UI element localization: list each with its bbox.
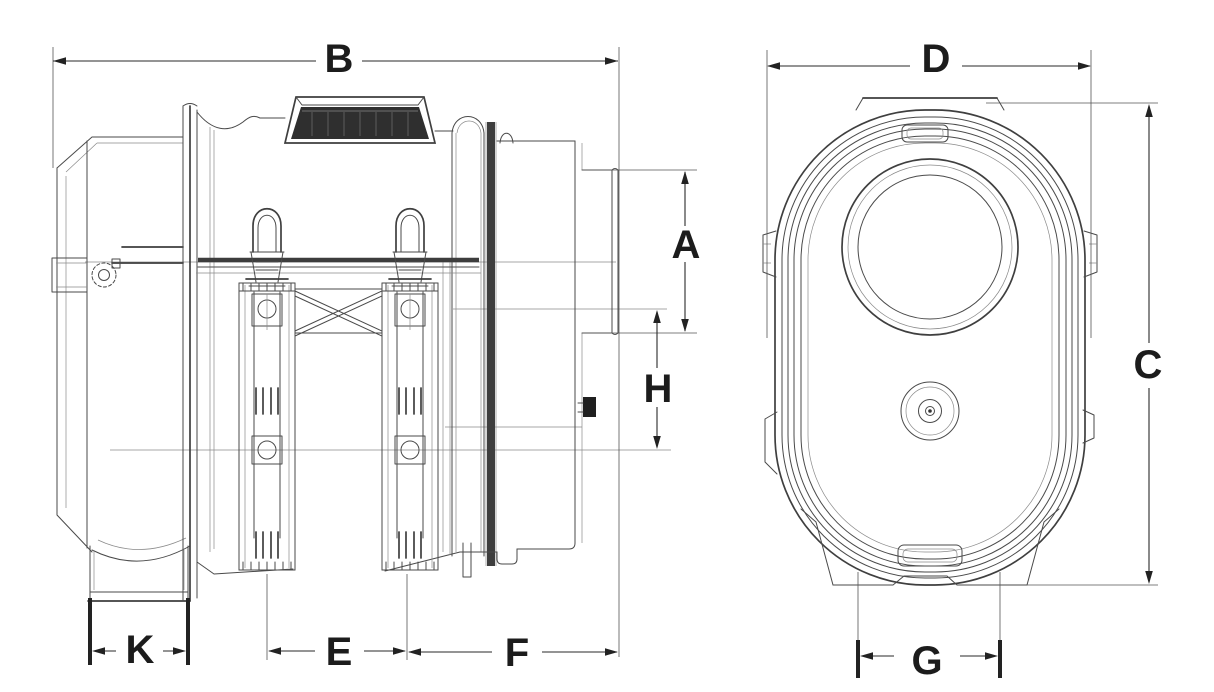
dimension-label-a: A (672, 223, 701, 267)
mounting-bracket-left (238, 282, 296, 571)
dimension-c: C (986, 102, 1163, 586)
housing-outline (774, 109, 1086, 586)
top-cap (855, 97, 1005, 143)
dimension-label-h: H (644, 367, 673, 411)
side-view (51, 96, 671, 602)
dimension-f: F (408, 631, 618, 675)
outlet-pipe (87, 545, 191, 602)
end-view (762, 97, 1098, 586)
t-bolt-clamp-left (245, 207, 289, 287)
dimension-label-b: B (325, 37, 354, 81)
dimension-label-k: K (126, 628, 155, 672)
dimension-h: H (644, 310, 673, 449)
cross-brace (294, 288, 383, 337)
dimensions: B A H E (52, 37, 1163, 683)
wing-nut (91, 262, 117, 288)
mounting-flange (182, 103, 198, 602)
dimension-label-c: C (1134, 343, 1163, 387)
service-rods (111, 246, 184, 269)
dimension-a: A (582, 169, 701, 334)
dimension-label-f: F (505, 631, 529, 675)
dimension-b: B (52, 37, 620, 657)
mounting-feet (800, 508, 1060, 586)
dimension-label-e: E (326, 630, 353, 674)
dimension-label-g: G (911, 639, 942, 683)
t-bolt-clamp-right (388, 207, 432, 287)
dimension-d: D (766, 37, 1092, 338)
dimension-e: E (266, 574, 408, 674)
service-port (900, 381, 960, 441)
side-lugs (762, 230, 1098, 475)
dimension-k: K (88, 598, 190, 672)
inlet-grille (283, 96, 437, 144)
mounting-bracket-right (381, 282, 439, 571)
reference-lines (85, 261, 671, 451)
housing-body (196, 111, 583, 578)
inlet-opening (841, 158, 1019, 336)
dimension-label-d: D (922, 37, 951, 81)
dimension-g: G (856, 572, 1002, 683)
outlet-tube (581, 168, 619, 335)
end-cap (51, 136, 191, 562)
sensor-port (577, 397, 596, 417)
